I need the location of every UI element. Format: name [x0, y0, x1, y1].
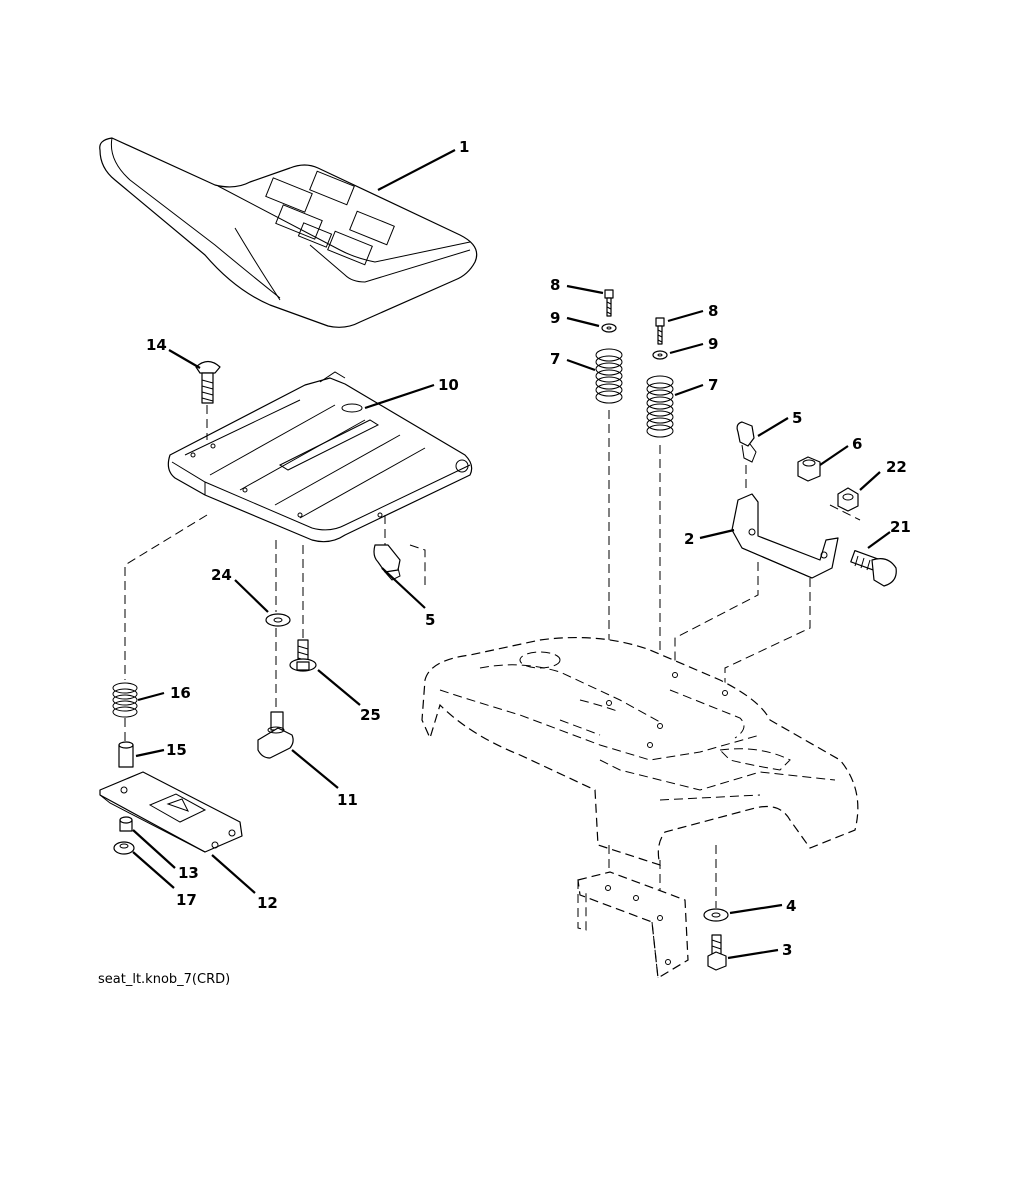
fender-part — [421, 636, 859, 866]
label-spring-7-right: 7 — [708, 376, 718, 394]
nut-22-part — [829, 487, 861, 521]
washer-17-part — [113, 841, 135, 855]
label-bolt-3: 3 — [782, 941, 792, 959]
nut-13-part — [119, 816, 133, 832]
label-spacer-15: 15 — [166, 741, 187, 759]
label-bolt-21: 21 — [890, 518, 911, 536]
clip-left-part — [373, 515, 426, 585]
slide-plate-12-part — [99, 771, 243, 853]
washer-9-right-part — [652, 350, 668, 360]
label-screw-8-left: 8 — [550, 276, 560, 294]
label-washer-4: 4 — [786, 897, 796, 915]
label-spring-7-left: 7 — [550, 350, 560, 368]
bolt-3-part — [707, 934, 727, 971]
label-washer-17: 17 — [176, 891, 197, 909]
label-clip-right: 5 — [792, 409, 802, 427]
seat-part — [99, 137, 478, 328]
screw-8-left-part — [604, 289, 614, 317]
washer-9-left-part — [601, 323, 617, 333]
seat-pan-part — [167, 371, 473, 543]
label-screw-8-right: 8 — [708, 302, 718, 320]
washer-24-part — [265, 540, 291, 712]
label-nut-6: 6 — [852, 435, 862, 453]
spacer-15-part — [118, 741, 134, 768]
label-slide-plate: 12 — [257, 894, 278, 912]
screw-25-part — [289, 545, 317, 672]
label-nut-13: 13 — [178, 864, 199, 882]
label-seat-bracket: 2 — [684, 530, 694, 548]
label-clip-left: 5 — [425, 611, 435, 629]
label-nut-22: 22 — [886, 458, 907, 476]
lower-mount-part — [577, 845, 689, 979]
nut-6-part — [797, 456, 821, 482]
label-seat-pan: 10 — [438, 376, 459, 394]
spring-16-part — [112, 514, 208, 742]
carriage-bolt-part — [195, 360, 221, 440]
label-screw-25: 25 — [360, 706, 381, 724]
label-spring-16: 16 — [170, 684, 191, 702]
label-carriage-bolt: 14 — [146, 336, 167, 354]
label-seat: 1 — [459, 138, 469, 156]
label-knob: 11 — [337, 791, 358, 809]
label-washer-9-left: 9 — [550, 309, 560, 327]
seat-bracket-part — [674, 493, 839, 690]
screw-8-right-part — [655, 317, 665, 345]
leader-lines — [132, 149, 891, 960]
label-washer-9-right: 9 — [708, 335, 718, 353]
knob-11-part — [257, 711, 294, 759]
clip-right-part — [736, 421, 757, 490]
diagram-caption: seat_lt.knob_7(CRD) — [98, 972, 230, 987]
washer-4-part — [703, 845, 729, 922]
bolt-21-part — [850, 549, 897, 587]
callout-labels: 1 14 10 5 24 25 11 16 15 13 17 12 8 9 7 … — [146, 138, 911, 959]
label-washer-24: 24 — [211, 566, 232, 584]
